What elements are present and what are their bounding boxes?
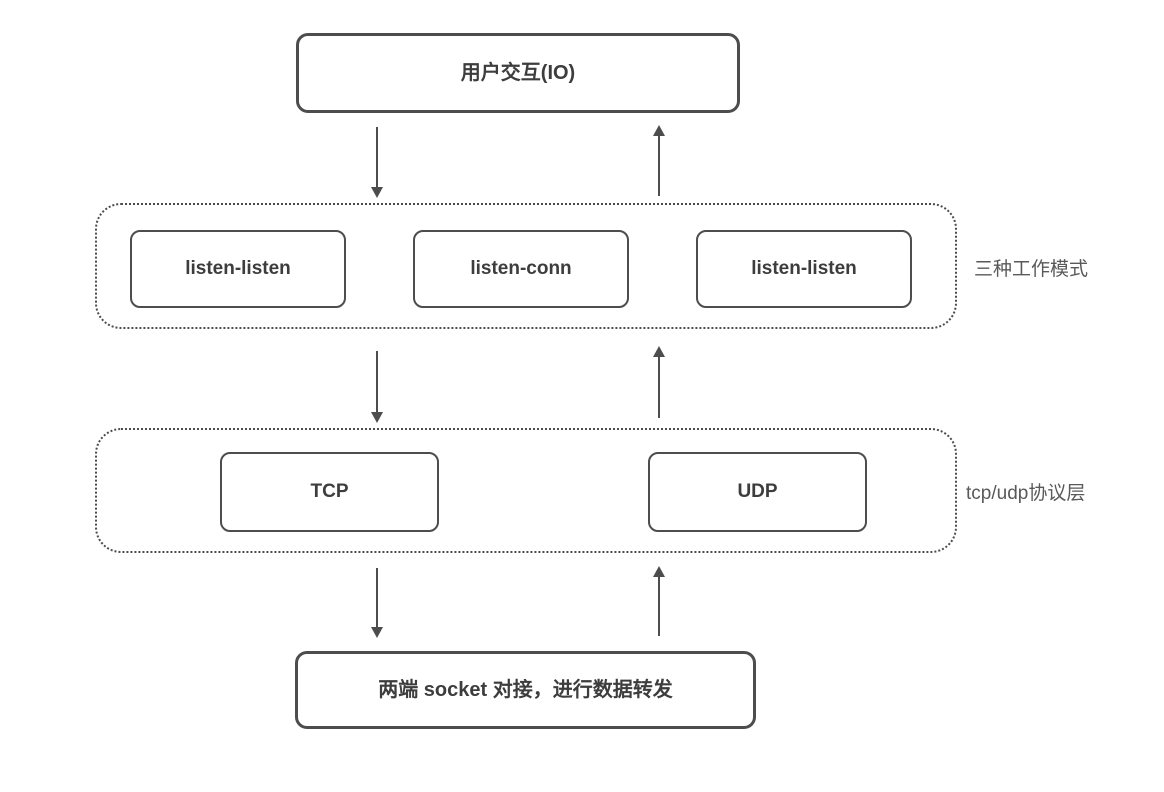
arrow-up-protocol-to-modes	[653, 346, 665, 418]
group-protocol-layer: TCP UDP	[95, 428, 957, 553]
arrow-up-modes-to-io	[653, 125, 665, 196]
node-listen-listen-2: listen-listen	[696, 230, 912, 308]
arrow-down-io-to-modes	[371, 127, 383, 198]
node-socket-forward: 两端 socket 对接，进行数据转发	[295, 651, 756, 729]
node-listen-conn: listen-conn	[413, 230, 629, 308]
group-work-modes: listen-listen listen-conn listen-listen	[95, 203, 957, 329]
node-listen-listen-1: listen-listen	[130, 230, 346, 308]
label-protocol-layer: tcp/udp协议层	[966, 483, 1086, 504]
arrow-up-socket-to-protocol	[653, 566, 665, 636]
label-work-modes: 三种工作模式	[974, 259, 1089, 280]
node-tcp: TCP	[220, 452, 439, 532]
arrow-down-protocol-to-socket	[371, 568, 383, 638]
node-user-io: 用户交互(IO)	[296, 33, 740, 113]
node-udp: UDP	[648, 452, 867, 532]
arrow-down-modes-to-protocol	[371, 351, 383, 423]
